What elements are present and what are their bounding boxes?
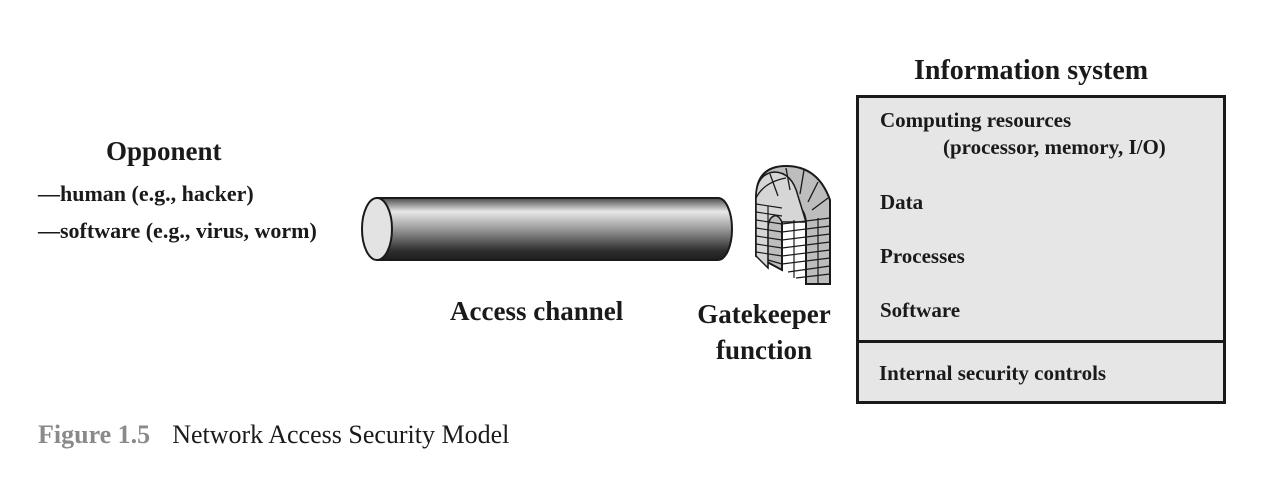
info-item-processes: Processes [880, 244, 965, 268]
info-item-data: Data [880, 190, 924, 214]
info-item-computing-resources-detail: (processor, memory, I/O) [943, 135, 1166, 159]
info-item-software: Software [880, 298, 961, 322]
internal-security-controls: Internal security controls [879, 361, 1107, 385]
information-system-title: Information system [914, 55, 1149, 86]
gatekeeper-arch-icon [755, 164, 831, 285]
opponent-item-human: —human (e.g., hacker) [38, 181, 254, 206]
figure-caption: Figure 1.5 Network Access Security Model [38, 420, 509, 450]
access-channel-cylinder [361, 197, 733, 261]
opponent-title: Opponent [106, 136, 222, 166]
info-item-computing-resources: Computing resources [880, 108, 1072, 132]
gatekeeper-label: Gatekeeper function [697, 299, 831, 365]
info-divider [859, 340, 1223, 343]
figure-number: Figure 1.5 [38, 420, 151, 449]
information-system-box: Computing resources (processor, memory, … [856, 95, 1226, 404]
figure-title: Network Access Security Model [172, 420, 510, 449]
opponent-item-software: —software (e.g., virus, worm) [38, 218, 317, 243]
access-channel-label: Access channel [450, 296, 624, 326]
